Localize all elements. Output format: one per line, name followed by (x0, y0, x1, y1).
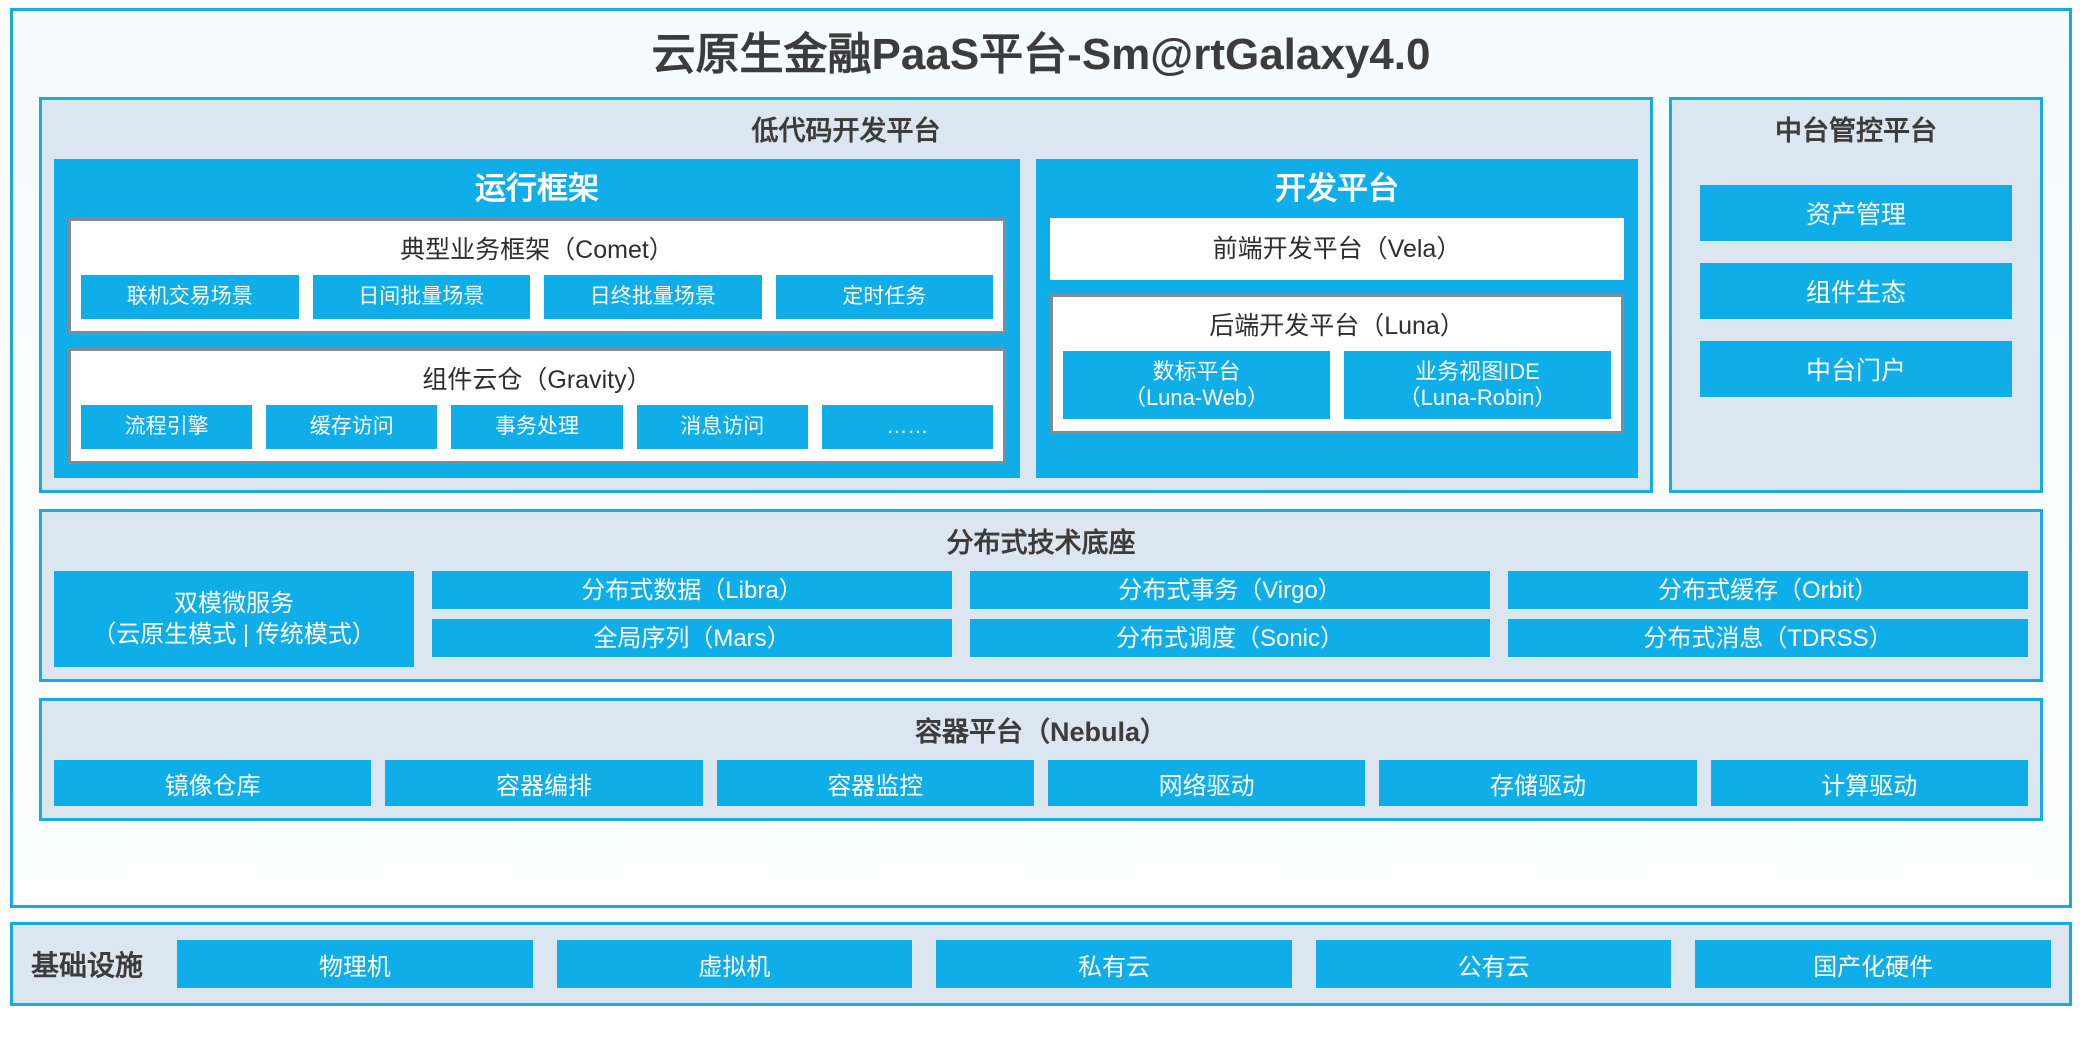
distributed-col-2: 分布式事务（Virgo） 分布式调度（Sonic） (970, 571, 1490, 667)
midplatform-panel: 中台管控平台 资产管理 组件生态 中台门户 (1669, 97, 2043, 494)
luna-robin-code: （Luna-Robin） (1398, 385, 1557, 411)
distributed-col-microservice: 双模微服务 （云原生模式 | 传统模式） (54, 571, 414, 668)
distributed-base-panel: 分布式技术底座 双模微服务 （云原生模式 | 传统模式） 分布式数据（Libra… (39, 509, 2043, 683)
frontend-platform-bar[interactable]: 前端开发平台（Vela） (1050, 218, 1624, 281)
infrastructure-item-physical[interactable]: 物理机 (177, 940, 533, 988)
container-item-monitor[interactable]: 容器监控 (716, 760, 1034, 807)
comet-item[interactable]: 联机交易场景 (81, 275, 299, 320)
midplatform-item-portal[interactable]: 中台门户 (1700, 341, 2012, 398)
distributed-cell-virgo[interactable]: 分布式事务（Virgo） (970, 571, 1490, 610)
infrastructure-item-public-cloud[interactable]: 公有云 (1315, 940, 1672, 988)
container-item-storage-driver[interactable]: 存储驱动 (1379, 760, 1697, 807)
infrastructure-item-row: 物理机 虚拟机 私有云 公有云 国产化硬件 (177, 940, 2051, 988)
distributed-col-3: 分布式缓存（Orbit） 分布式消息（TDRSS） (1508, 571, 2028, 667)
container-item-compute-driver[interactable]: 计算驱动 (1710, 760, 2028, 807)
gravity-group: 组件云仓（Gravity） 流程引擎 缓存访问 事务处理 消息访问 …… (68, 348, 1006, 465)
dev-platform-block: 开发平台 前端开发平台（Vela） 后端开发平台（Luna） 数标平台 （Lun… (1036, 159, 1638, 479)
container-platform-title: 容器平台（Nebula） (914, 717, 1168, 748)
gravity-item[interactable]: 流程引擎 (81, 405, 253, 450)
comet-item[interactable]: 日终批量场景 (544, 275, 762, 320)
infrastructure-label: 基础设施 (31, 950, 144, 981)
microservice-line2: （云原生模式 | 传统模式） (92, 621, 376, 649)
infrastructure-item-domestic-hardware[interactable]: 国产化硬件 (1695, 940, 2051, 988)
dev-platform-title: 开发平台 (1275, 171, 1399, 207)
backend-item-row: 数标平台 （Luna-Web） 业务视图IDE （Luna-Robin） (1063, 351, 1611, 420)
luna-web-name: 数标平台 (1152, 359, 1241, 385)
luna-web-code: （Luna-Web） (1123, 385, 1270, 411)
gravity-item[interactable]: 缓存访问 (266, 405, 438, 450)
backend-platform-title: 后端开发平台（Luna） (1209, 312, 1465, 341)
microservice-cell[interactable]: 双模微服务 （云原生模式 | 传统模式） (54, 571, 414, 668)
distributed-cell-orbit[interactable]: 分布式缓存（Orbit） (1508, 571, 2028, 610)
luna-robin-item[interactable]: 业务视图IDE （Luna-Robin） (1344, 351, 1611, 420)
midplatform-item-asset[interactable]: 资产管理 (1700, 185, 2012, 242)
luna-robin-name: 业务视图IDE (1415, 359, 1540, 385)
infrastructure-panel: 基础设施 物理机 虚拟机 私有云 公有云 国产化硬件 (10, 922, 2072, 1006)
comet-item[interactable]: 日间批量场景 (312, 275, 530, 320)
gravity-item-row: 流程引擎 缓存访问 事务处理 消息访问 …… (81, 405, 994, 450)
comet-item[interactable]: 定时任务 (775, 275, 993, 320)
page-title: 云原生金融PaaS平台-Sm@rtGalaxy4.0 (651, 30, 1431, 79)
comet-group: 典型业务框架（Comet） 联机交易场景 日间批量场景 日终批量场景 定时任务 (68, 218, 1006, 335)
midplatform-item-component[interactable]: 组件生态 (1700, 263, 2012, 320)
container-item-registry[interactable]: 镜像仓库 (54, 760, 372, 807)
lowcode-platform-panel: 低代码开发平台 运行框架 典型业务框架（Comet） 联机交易场景 日间批量场景… (39, 97, 1653, 494)
infrastructure-item-virtual[interactable]: 虚拟机 (556, 940, 913, 988)
runtime-framework-block: 运行框架 典型业务框架（Comet） 联机交易场景 日间批量场景 日终批量场景 … (54, 159, 1020, 479)
distributed-grid: 双模微服务 （云原生模式 | 传统模式） 分布式数据（Libra） 全局序列（M… (54, 571, 2028, 668)
container-item-row: 镜像仓库 容器编排 容器监控 网络驱动 存储驱动 计算驱动 (54, 760, 2028, 807)
distributed-cell-libra[interactable]: 分布式数据（Libra） (432, 571, 952, 610)
microservice-line1: 双模微服务 (174, 589, 294, 617)
runtime-framework-title: 运行框架 (475, 171, 599, 207)
gravity-item-more[interactable]: …… (821, 405, 994, 450)
container-item-orchestration[interactable]: 容器编排 (385, 760, 703, 807)
container-platform-panel: 容器平台（Nebula） 镜像仓库 容器编排 容器监控 网络驱动 存储驱动 计算… (39, 698, 2043, 822)
distributed-cell-sonic[interactable]: 分布式调度（Sonic） (970, 619, 1490, 658)
platform-shell: 云原生金融PaaS平台-Sm@rtGalaxy4.0 低代码开发平台 运行框架 … (10, 8, 2072, 908)
distributed-base-title: 分布式技术底座 (946, 528, 1136, 559)
distributed-cell-tdrss[interactable]: 分布式消息（TDRSS） (1508, 619, 2028, 658)
comet-item-row: 联机交易场景 日间批量场景 日终批量场景 定时任务 (81, 275, 993, 320)
gravity-title: 组件云仓（Gravity） (422, 366, 652, 395)
luna-web-item[interactable]: 数标平台 （Luna-Web） (1063, 351, 1330, 420)
gravity-item[interactable]: 事务处理 (451, 405, 623, 450)
comet-title: 典型业务框架（Comet） (400, 236, 674, 265)
backend-platform-group: 后端开发平台（Luna） 数标平台 （Luna-Web） (1050, 294, 1624, 435)
midplatform-title: 中台管控平台 (1775, 116, 1937, 146)
distributed-col-1: 分布式数据（Libra） 全局序列（Mars） (432, 571, 952, 667)
infrastructure-item-private-cloud[interactable]: 私有云 (936, 940, 1292, 988)
gravity-item[interactable]: 消息访问 (636, 405, 808, 450)
upper-section: 低代码开发平台 运行框架 典型业务框架（Comet） 联机交易场景 日间批量场景… (39, 97, 2043, 494)
container-item-network-driver[interactable]: 网络驱动 (1047, 760, 1366, 807)
distributed-cell-mars[interactable]: 全局序列（Mars） (432, 619, 952, 658)
lowcode-platform-title: 低代码开发平台 (751, 116, 941, 146)
